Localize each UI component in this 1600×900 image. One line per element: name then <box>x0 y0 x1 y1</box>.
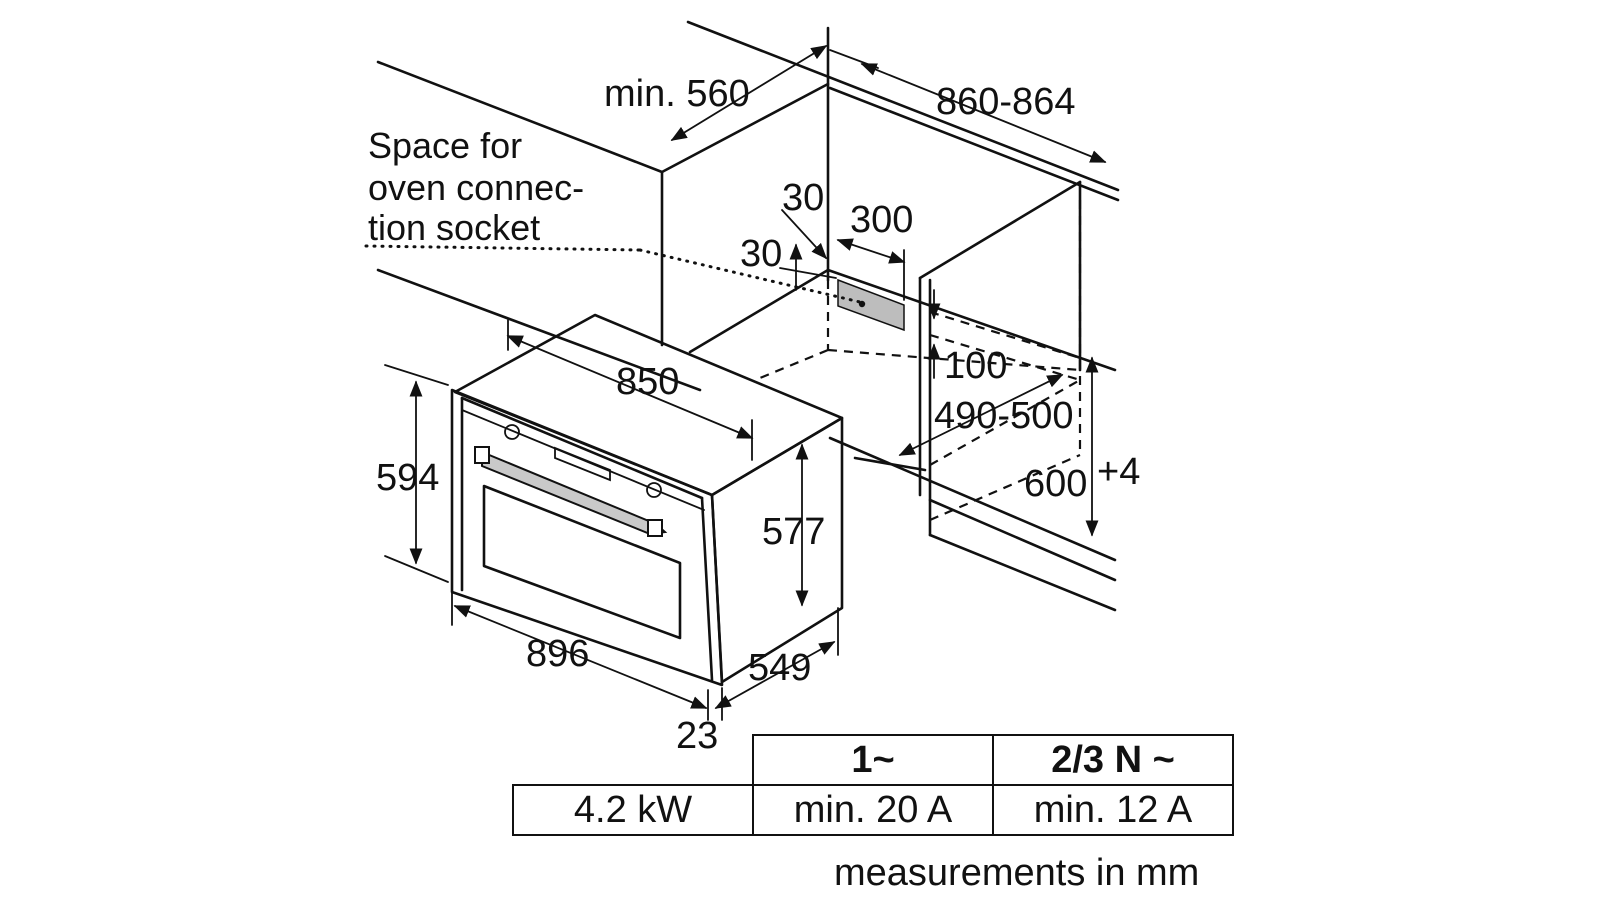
fuse-single-phase: min. 20 A <box>752 784 994 836</box>
dim-socket-width: 300 <box>850 199 913 241</box>
dim-oven-front-width: 896 <box>526 633 589 675</box>
socket-note-line1: Space for <box>368 125 522 166</box>
dim-socket-gap: 100 <box>944 345 1007 387</box>
power-rating: 4.2 kW <box>512 784 754 836</box>
dim-oven-width-top: 850 <box>616 361 679 403</box>
table-header-row: 1~ 2/3 N ~ <box>513 734 1234 786</box>
dim-oven-depth: 549 <box>748 647 811 689</box>
dim-oven-front-height: 594 <box>376 457 439 499</box>
header-three-phase: 2/3 N ~ <box>992 734 1234 786</box>
table-row: 4.2 kW min. 20 A min. 12 A <box>512 784 1234 836</box>
diagram-labels: Space for oven connec- tion socket min. … <box>368 73 1140 757</box>
table-corner <box>513 735 753 785</box>
socket-note-line3: tion socket <box>368 207 540 248</box>
dim-niche-height-tolerance: +4 <box>1097 451 1140 493</box>
units-note: measurements in mm <box>834 852 1200 894</box>
socket-note-line2: oven connec- <box>368 167 584 208</box>
electrical-spec-table: 1~ 2/3 N ~ 4.2 kW min. 20 A min. 12 A <box>512 734 1234 836</box>
dimension-lines <box>384 45 1107 721</box>
dim-niche-height: 600 <box>1024 463 1087 505</box>
dim-socket-offset-b: 30 <box>740 233 782 275</box>
dim-min-depth: min. 560 <box>604 73 750 115</box>
header-single-phase: 1~ <box>752 734 994 786</box>
dim-niche-width: 860-864 <box>936 81 1075 123</box>
dim-oven-body-height: 577 <box>762 511 825 553</box>
fuse-three-phase: min. 12 A <box>992 784 1234 836</box>
dim-niche-depth: 490-500 <box>934 395 1073 437</box>
dim-front-thickness: 23 <box>676 715 718 757</box>
dim-socket-offset-a: 30 <box>782 177 824 219</box>
